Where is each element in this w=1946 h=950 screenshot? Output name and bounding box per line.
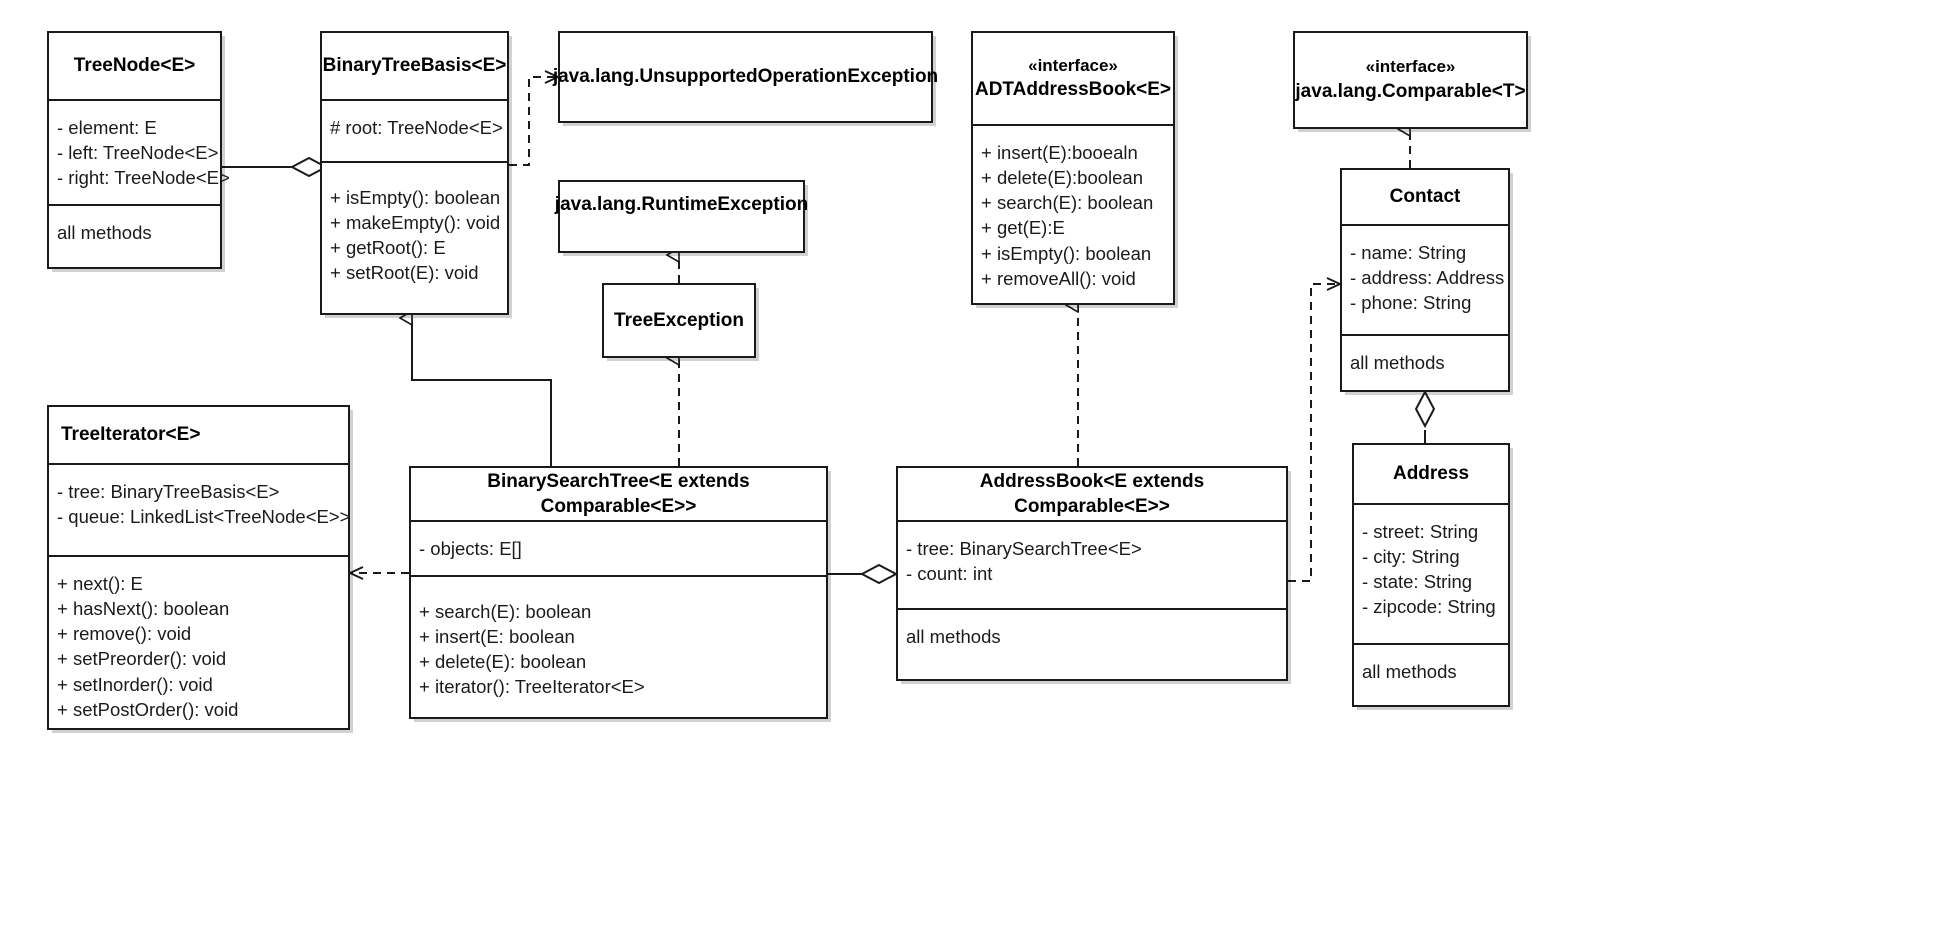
attribute-row: - queue: LinkedList<TreeNode<E>>	[57, 506, 351, 528]
method-row: + hasNext(): boolean	[57, 598, 230, 620]
class-box-contact[interactable]: Contact - name: String - address: Addres…	[1340, 168, 1510, 392]
class-name-runtimeexception: java.lang.RuntimeException	[554, 194, 809, 215]
attribute-row: - name: String	[1350, 242, 1467, 263]
class-title-address: Address	[1354, 445, 1508, 503]
class-methods-treenode: all methods	[49, 204, 220, 255]
class-name-comparable: java.lang.Comparable<T>	[1295, 80, 1526, 102]
class-title-treenode: TreeNode<E>	[49, 33, 220, 99]
class-box-binarysearchtree[interactable]: BinarySearchTree<E extends Comparable<E>…	[409, 466, 828, 719]
edge-binarysearchtree-generalization-binarytreebasis	[412, 318, 552, 466]
attribute-row: - objects: E[]	[419, 538, 522, 559]
class-title-binarytreebasis: BinaryTreeBasis<E>	[322, 33, 507, 99]
attribute-row: - city: String	[1362, 546, 1460, 568]
class-title-adtaddressbook: «interface» ADTAddressBook<E>	[973, 33, 1173, 124]
class-name-binarysearchtree: BinarySearchTree<E extends Comparable<E>…	[487, 470, 750, 517]
class-methods-contact: all methods	[1342, 334, 1508, 385]
class-title-treeexception: TreeException	[604, 285, 754, 356]
method-row: + makeEmpty(): void	[330, 212, 501, 234]
class-attributes-binarytreebasis: # root: TreeNode<E>	[322, 99, 507, 161]
stereotype-interface: «interface»	[1365, 57, 1456, 77]
class-methods-binarytreebasis: + isEmpty(): boolean + makeEmpty(): void…	[322, 161, 507, 296]
method-row: + setPostOrder(): void	[57, 698, 239, 720]
class-box-treenode[interactable]: TreeNode<E> - element: E - left: TreeNod…	[47, 31, 230, 269]
class-attributes-treeiterator: - tree: BinaryTreeBasis<E> - queue: Link…	[49, 463, 351, 555]
method-row: + search(E): boolean	[981, 192, 1154, 214]
method-row: all methods	[906, 626, 1001, 647]
edge-addressbook-aggregation-binarysearchtree	[828, 563, 899, 585]
attribute-row: - street: String	[1362, 521, 1479, 542]
method-row: + get(E):E	[981, 217, 1065, 239]
class-name-contact: Contact	[1389, 186, 1461, 208]
class-methods-binarysearchtree: + search(E): boolean + insert(E: boolean…	[411, 575, 826, 710]
class-box-comparable[interactable]: «interface» java.lang.Comparable<T>	[1293, 31, 1528, 129]
class-methods-adtaddressbook: + insert(E):booealn + delete(E):boolean …	[973, 124, 1173, 301]
class-title-runtimeexception: java.lang.RuntimeException	[555, 182, 808, 251]
attribute-row: - state: String	[1362, 571, 1473, 593]
class-title-addressbook: AddressBook<E extends Comparable<E>>	[898, 468, 1286, 520]
method-row: + removeAll(): void	[981, 267, 1136, 289]
method-row: + isEmpty(): boolean	[330, 187, 501, 208]
class-name-treenode: TreeNode<E>	[73, 55, 196, 77]
edge-treenode-aggregation-binarytreebasis	[222, 156, 329, 178]
method-row: + remove(): void	[57, 623, 192, 645]
attribute-row: - tree: BinaryTreeBasis<E>	[57, 481, 280, 502]
class-attributes-address: - street: String - city: String - state:…	[1354, 503, 1508, 643]
class-box-binarytreebasis[interactable]: BinaryTreeBasis<E> # root: TreeNode<E> +…	[320, 31, 509, 315]
method-row: + delete(E): boolean	[419, 651, 587, 673]
edge-binarytreebasis-dependency-unsupportedoperationexception	[509, 77, 558, 166]
class-attributes-contact: - name: String - address: Address - phon…	[1342, 224, 1508, 334]
class-methods-addressbook: all methods	[898, 608, 1286, 659]
method-row: + insert(E):booealn	[981, 142, 1138, 163]
class-attributes-addressbook: - tree: BinarySearchTree<E> - count: int	[898, 520, 1286, 608]
attribute-row: - phone: String	[1350, 292, 1472, 314]
edge-contact-aggregation-address	[1414, 389, 1436, 443]
attribute-row: - tree: BinarySearchTree<E>	[906, 538, 1142, 559]
method-row: all methods	[57, 222, 152, 243]
method-row: all methods	[1362, 661, 1457, 682]
attribute-row: - right: TreeNode<E>	[57, 167, 230, 189]
attribute-row: - left: TreeNode<E>	[57, 142, 219, 164]
class-attributes-treenode: - element: E - left: TreeNode<E> - right…	[49, 99, 230, 204]
edge-addressbook-dependency-contact	[1288, 284, 1340, 582]
class-box-unsupportedoperationexception[interactable]: java.lang.UnsupportedOperationException	[553, 31, 938, 123]
method-row: + iterator(): TreeIterator<E>	[419, 676, 645, 698]
class-methods-address: all methods	[1354, 643, 1508, 694]
class-name-treeexception: TreeException	[614, 309, 744, 331]
class-box-runtimeexception[interactable]: java.lang.RuntimeException	[555, 180, 808, 253]
method-row: + isEmpty(): boolean	[981, 242, 1152, 264]
class-name-treeiterator: TreeIterator<E>	[61, 424, 201, 446]
class-box-address[interactable]: Address - street: String - city: String …	[1352, 443, 1510, 707]
class-box-treeiterator[interactable]: TreeIterator<E> - tree: BinaryTreeBasis<…	[47, 405, 350, 730]
class-title-comparable: «interface» java.lang.Comparable<T>	[1295, 33, 1526, 127]
class-box-adtaddressbook[interactable]: «interface» ADTAddressBook<E> + insert(E…	[971, 31, 1175, 305]
class-name-adtaddressbook: ADTAddressBook<E>	[974, 79, 1172, 101]
class-box-treeexception[interactable]: TreeException	[602, 283, 756, 358]
method-row: + setInorder(): void	[57, 673, 213, 695]
class-methods-treeiterator: + next(): E + hasNext(): boolean + remov…	[49, 555, 348, 732]
stereotype-interface: «interface»	[1028, 55, 1118, 75]
class-name-binarytreebasis: BinaryTreeBasis<E>	[322, 55, 507, 77]
method-row: all methods	[1350, 352, 1445, 373]
method-row: + delete(E):boolean	[981, 167, 1143, 189]
method-row: + insert(E: boolean	[419, 626, 575, 648]
method-row: + search(E): boolean	[419, 601, 592, 622]
class-title-binarysearchtree: BinarySearchTree<E extends Comparable<E>…	[411, 468, 826, 520]
attribute-row: - element: E	[57, 117, 157, 138]
class-attributes-binarysearchtree: - objects: E[]	[411, 520, 826, 575]
attribute-row: - count: int	[906, 563, 993, 585]
attribute-row: - address: Address	[1350, 267, 1505, 289]
class-name-address: Address	[1392, 463, 1470, 485]
method-row: + setRoot(E): void	[330, 262, 479, 284]
class-title-unsupportedoperationexception: java.lang.UnsupportedOperationException	[553, 33, 938, 121]
class-name-unsupportedoperationexception: java.lang.UnsupportedOperationException	[552, 66, 939, 88]
class-title-contact: Contact	[1342, 170, 1508, 224]
attribute-row: - zipcode: String	[1362, 596, 1496, 618]
class-box-addressbook[interactable]: AddressBook<E extends Comparable<E>> - t…	[896, 466, 1288, 681]
method-row: + next(): E	[57, 573, 143, 594]
class-name-addressbook: AddressBook<E extends Comparable<E>>	[979, 470, 1205, 517]
class-title-treeiterator: TreeIterator<E>	[49, 407, 348, 463]
method-row: + setPreorder(): void	[57, 648, 227, 670]
method-row: + getRoot(): E	[330, 237, 446, 259]
attribute-row: # root: TreeNode<E>	[330, 117, 503, 138]
